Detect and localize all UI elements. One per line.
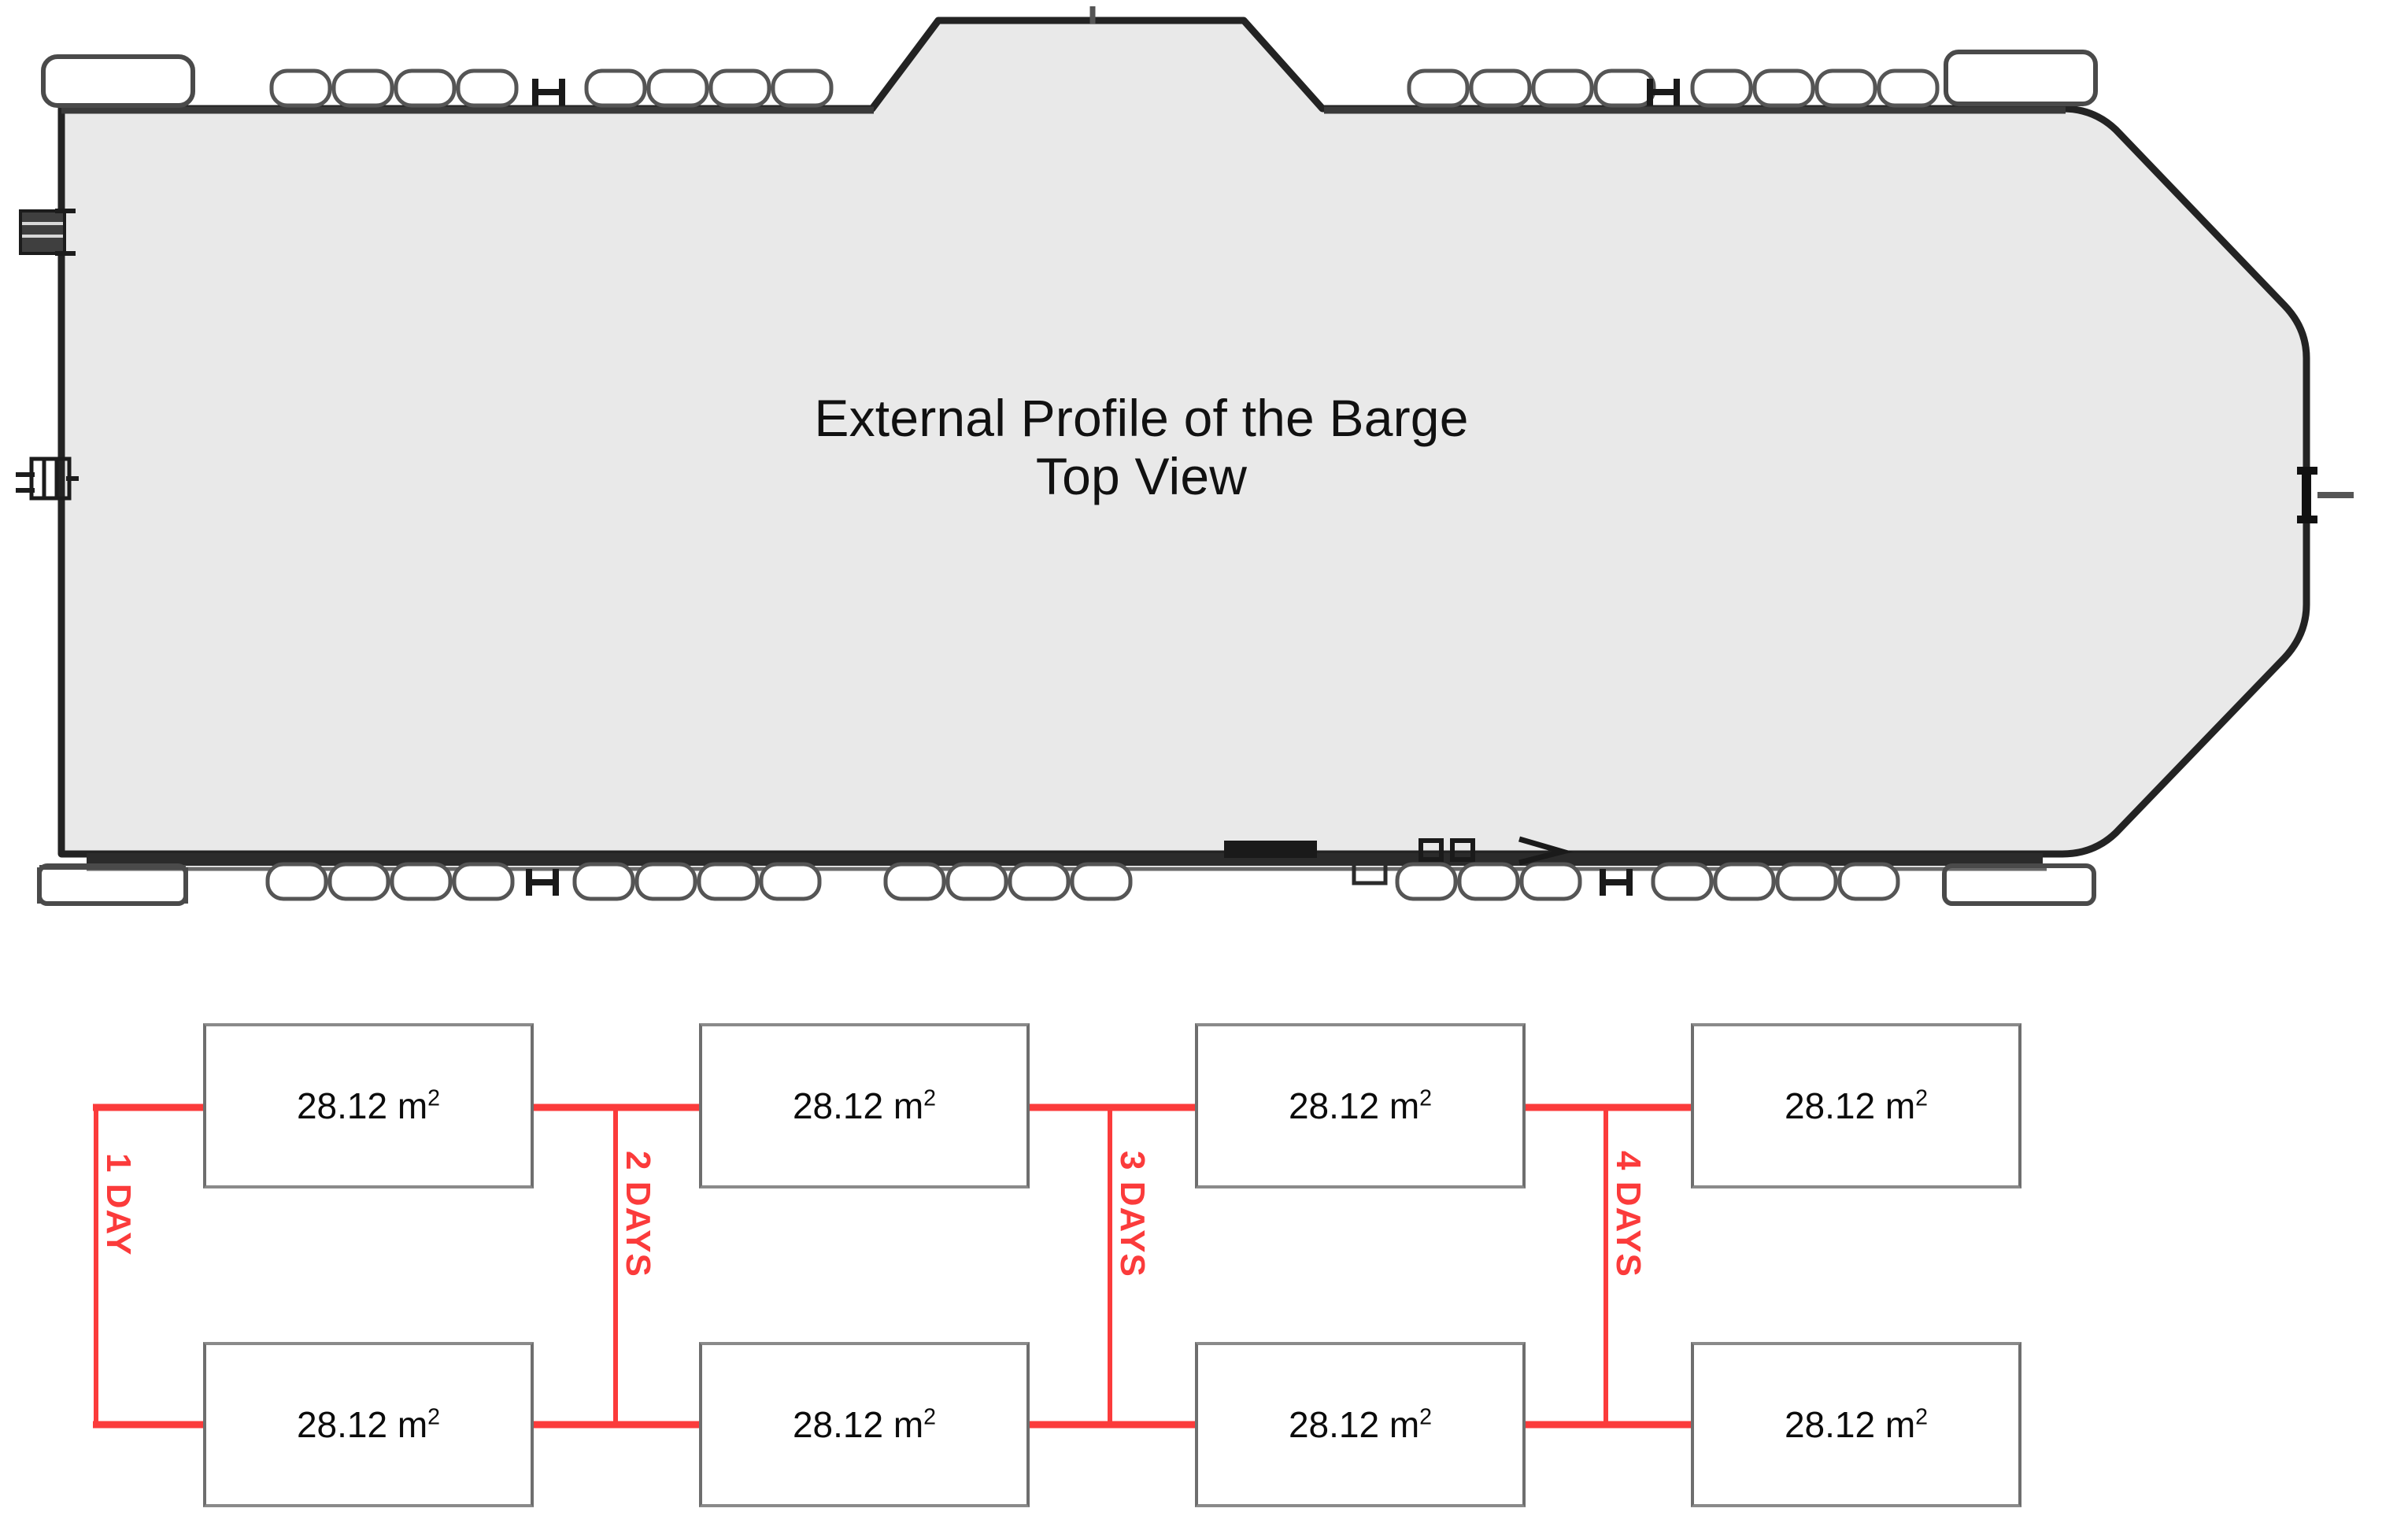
duration-label-1-day: 1 DAY (99, 1153, 138, 1256)
area-box-bottom-4[interactable]: 28.12 m2 (1691, 1342, 2021, 1507)
area-box-label: 28.12 m2 (1784, 1085, 1929, 1126)
bitt-top-a (535, 79, 562, 105)
area-box-label: 28.12 m2 (792, 1404, 937, 1445)
area-box-top-2[interactable]: 28.12 m2 (699, 1023, 1030, 1188)
schedule-flow-diagram: 28.12 m2 28.12 m2 28.12 m2 28.12 m2 28.1… (0, 1007, 2408, 1523)
area-box-label: 28.12 m2 (1288, 1085, 1433, 1126)
duration-label-3-days: 3 DAYS (1113, 1151, 1152, 1277)
area-box-label: 28.12 m2 (296, 1404, 441, 1445)
connector-4-days (1511, 1103, 1700, 1429)
area-box-top-1[interactable]: 28.12 m2 (203, 1023, 534, 1188)
connector-3-days (1015, 1103, 1204, 1429)
mooring-platform-stern-bottom (37, 863, 188, 906)
mooring-platform-bow-top (1944, 50, 2098, 106)
deck-hardware-cluster-mid (1224, 836, 1574, 885)
bitt-bottom-a (529, 869, 556, 896)
area-box-label: 28.12 m2 (296, 1085, 441, 1126)
stern-winch-upper (19, 209, 76, 256)
duration-label-4-days: 4 DAYS (1609, 1151, 1648, 1277)
area-box-bottom-1[interactable]: 28.12 m2 (203, 1342, 534, 1507)
connector-2-days (520, 1103, 708, 1429)
fender-group-top-d (1692, 71, 1937, 105)
area-box-top-3[interactable]: 28.12 m2 (1195, 1023, 1526, 1188)
area-box-label: 28.12 m2 (792, 1085, 937, 1126)
fender-group-top-a (272, 71, 516, 105)
bow-tip-fitting (2297, 467, 2354, 523)
fender-group-bottom-d (1397, 864, 1580, 899)
bitt-bottom-b (1603, 869, 1629, 896)
fender-group-top-b (586, 71, 831, 105)
area-box-label: 28.12 m2 (1288, 1404, 1433, 1445)
duration-label-2-days: 2 DAYS (619, 1151, 657, 1277)
area-box-label: 28.12 m2 (1784, 1404, 1929, 1445)
area-box-top-4[interactable]: 28.12 m2 (1691, 1023, 2021, 1188)
connector-1-day (93, 1103, 211, 1429)
barge-hull (57, 17, 2310, 858)
flow-connectors (93, 1103, 1700, 1429)
fender-group-top-c (1409, 71, 1654, 105)
stern-winch-lower (16, 457, 79, 501)
mooring-platform-stern-top (41, 54, 195, 108)
area-box-bottom-2[interactable]: 28.12 m2 (699, 1342, 1030, 1507)
area-box-bottom-3[interactable]: 28.12 m2 (1195, 1342, 1526, 1507)
mooring-platform-bow-bottom (1942, 863, 2096, 906)
